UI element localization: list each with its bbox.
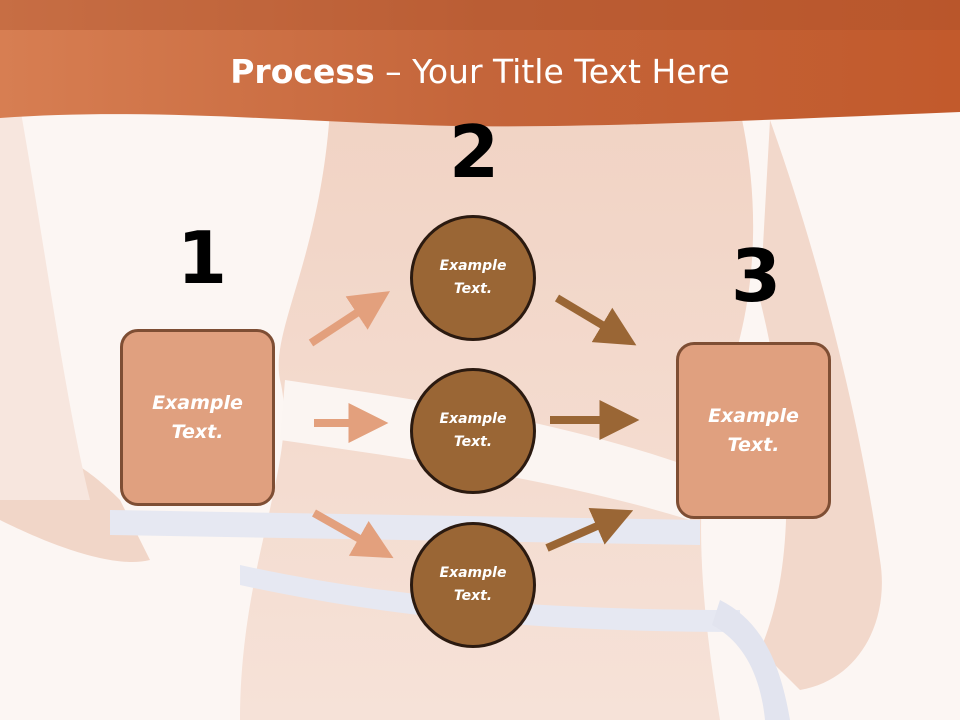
step-2-circle-top: Example Text.: [410, 215, 536, 341]
step-2-circle-middle: Example Text.: [410, 368, 536, 494]
title-bold: Process: [230, 52, 375, 91]
step-number-2: 2: [449, 110, 500, 194]
step-1-box: Example Text.: [120, 329, 275, 506]
arrow-1-to-circle-top: [308, 291, 391, 347]
arrow-circle-bottom-to-3: [545, 507, 634, 552]
step-number-1: 1: [177, 216, 228, 300]
page-title: Process – Your Title Text Here: [0, 52, 960, 91]
arrow-1-to-circle-bottom: [312, 509, 394, 559]
step-number-3: 3: [731, 234, 782, 318]
arrow-circle-top-to-3: [554, 294, 637, 346]
title-rest: – Your Title Text Here: [374, 52, 730, 91]
step-3-box: Example Text.: [676, 342, 831, 519]
step-2-circle-bottom: Example Text.: [410, 522, 536, 648]
